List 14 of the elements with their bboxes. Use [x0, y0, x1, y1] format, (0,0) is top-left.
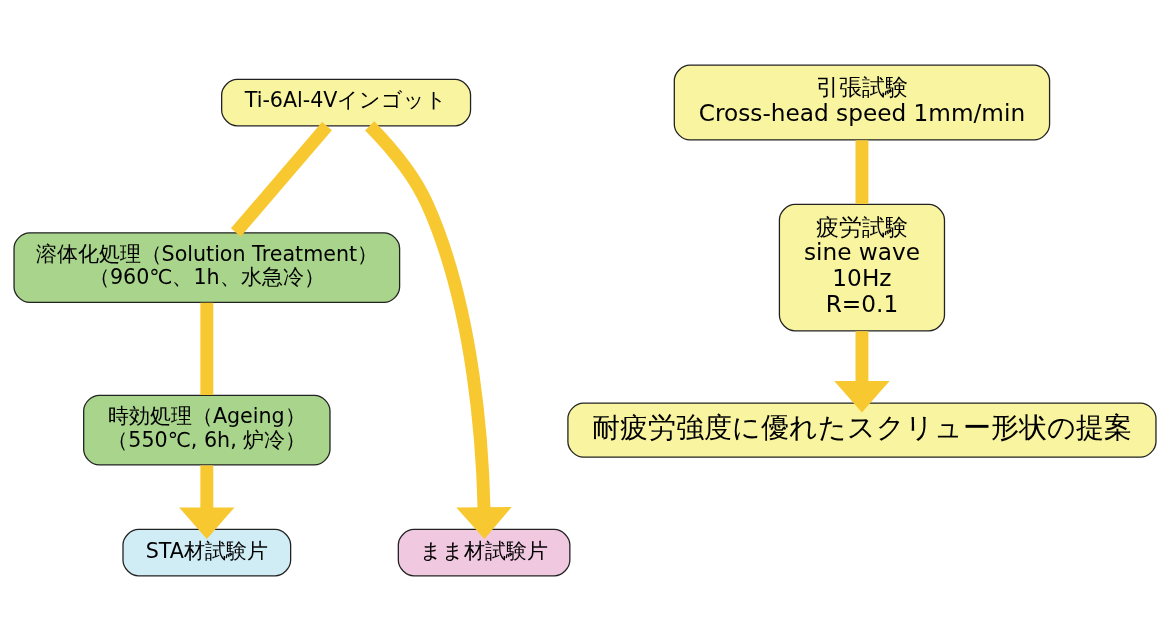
- connector: [230, 121, 332, 237]
- connector: [855, 139, 869, 204]
- arrow: [365, 120, 512, 539]
- node-box: 溶体化処理（Solution Treatment） （960℃、1h、水急冷）: [13, 231, 401, 303]
- node-box: 時効処理（Ageing） （550℃, 6h, 炉冷）: [83, 394, 331, 466]
- node-box: 疲労試験 sine wave 10Hz R=0.1: [778, 203, 946, 331]
- node-box: STA材試験片: [122, 528, 292, 576]
- connector: [200, 302, 214, 395]
- arrow: [834, 330, 890, 413]
- node-box: 耐疲労強度に優れたスクリュー形状の提案: [567, 401, 1157, 458]
- arrow: [179, 464, 235, 539]
- node-box: まま材試験片: [397, 528, 571, 576]
- node-box: Ti-6Al-4Vインゴット: [221, 78, 472, 126]
- node-box: 引張試験 Cross-head speed 1mm/min: [673, 64, 1051, 141]
